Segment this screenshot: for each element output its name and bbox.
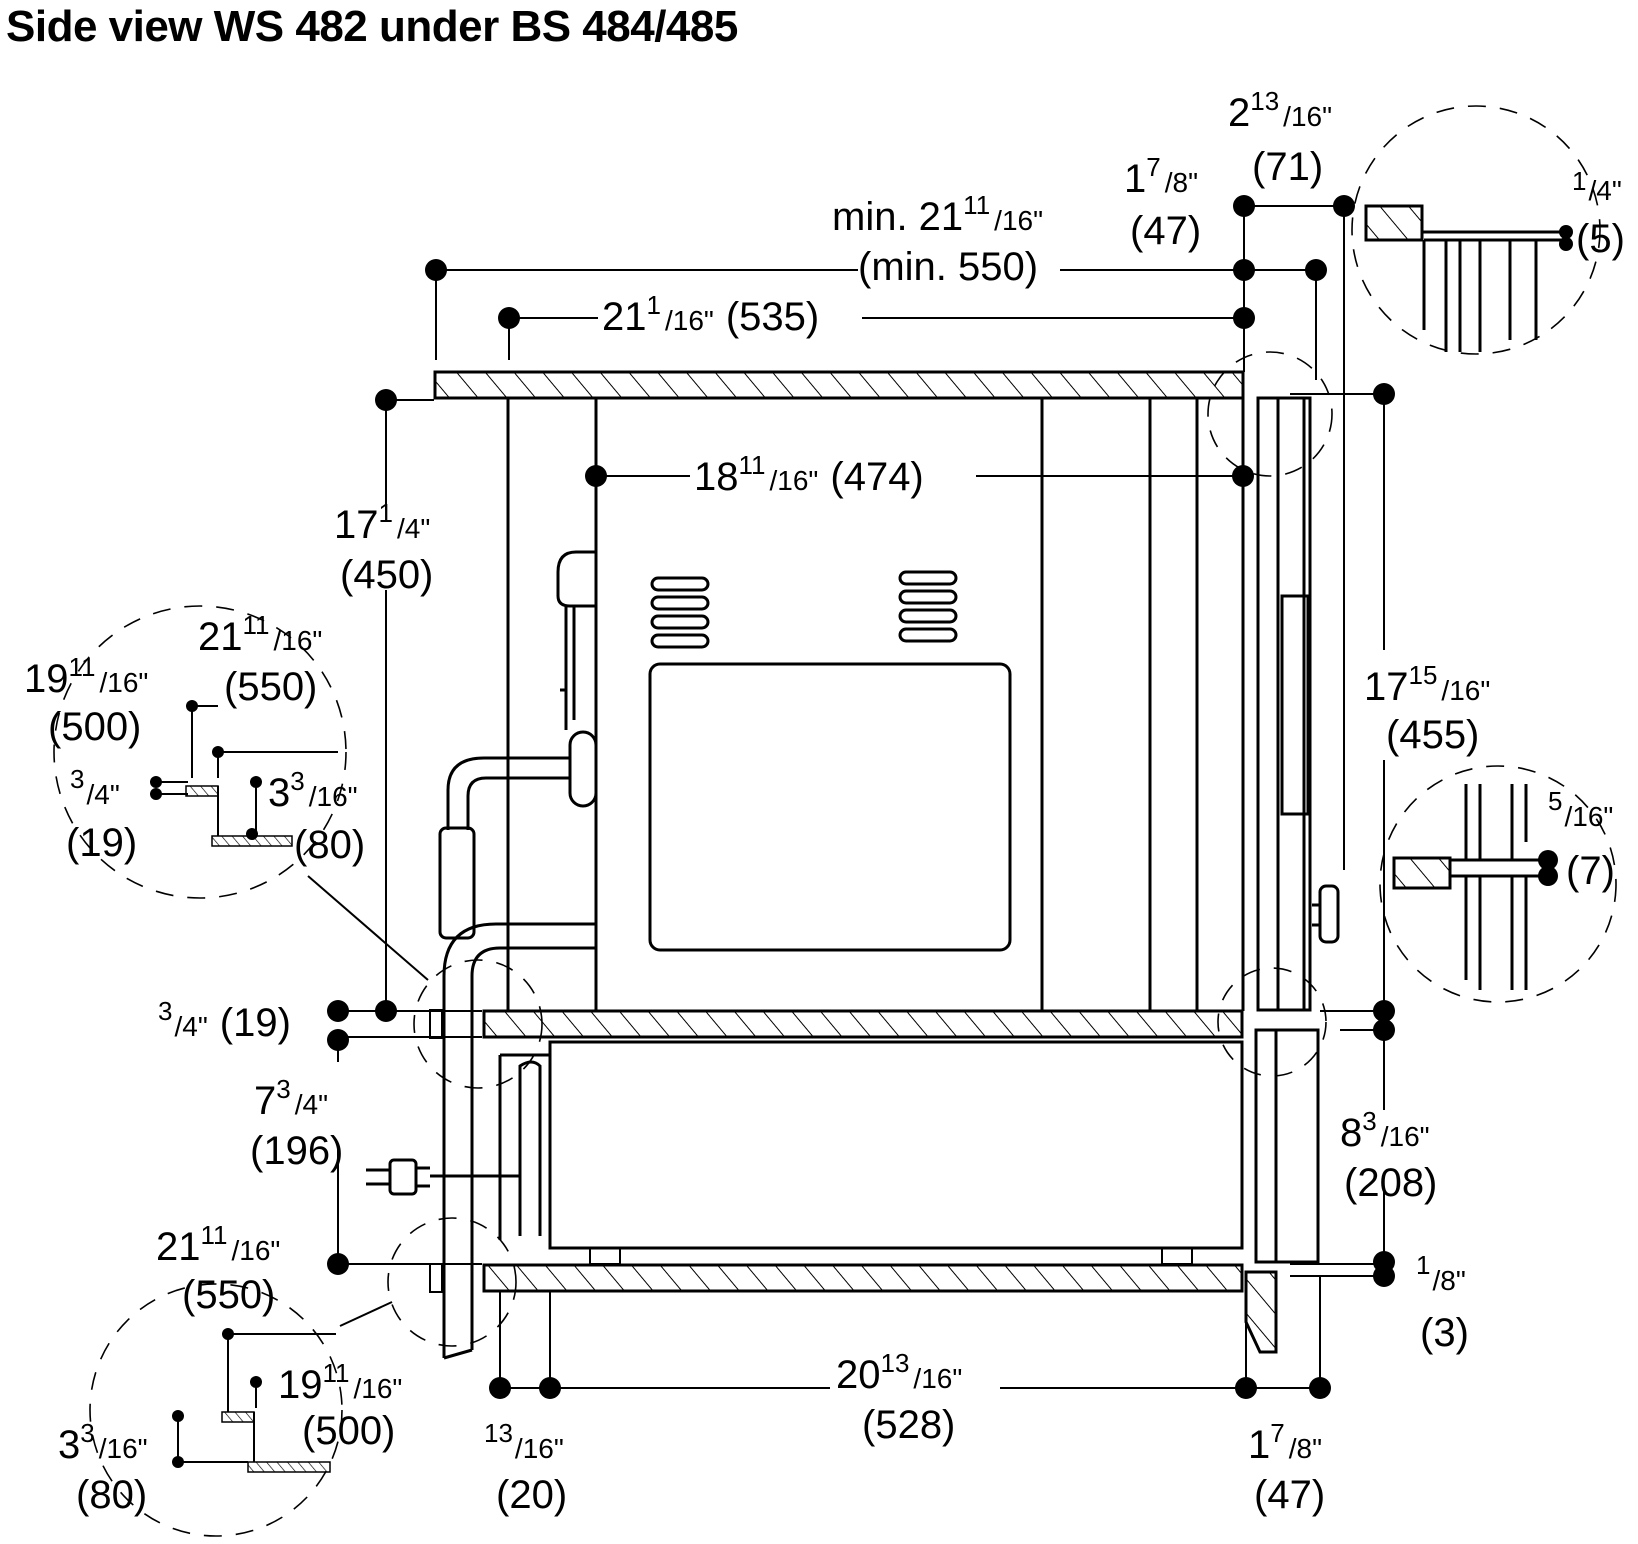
dim-1-4-metric: (5) [1576, 217, 1625, 261]
dim-450-metric: (450) [340, 553, 433, 597]
dim-2-13-16-label: 213/16" [1228, 86, 1332, 135]
dimension-dots [327, 195, 1395, 1399]
bottom-shelf [482, 1263, 1244, 1293]
dimension-lines [337, 205, 1385, 1389]
dim-528-label: 2013/16" [836, 1348, 962, 1397]
dim-80-bottom-label: 33/16" [58, 1418, 148, 1467]
dim-550-detail-metric: (550) [224, 665, 317, 709]
dim-528-metric: (528) [862, 1403, 955, 1447]
dim-500-detail-label: 1911/16" [24, 652, 148, 701]
dim-474-label: 1811/16"(474) [694, 450, 924, 499]
dim-455-metric: (455) [1386, 713, 1479, 757]
vent-slots-left [650, 576, 710, 649]
warming-drawer [498, 1028, 1320, 1265]
cabinet-structure [366, 370, 1340, 1360]
dim-500-bottom-label: 1911/16" [278, 1358, 402, 1407]
dim-13-16-metric: (20) [496, 1473, 567, 1517]
dim-80-detail-label: 33/16" [268, 766, 358, 815]
toe-kick [1244, 1270, 1278, 1354]
dim-550-bottom-metric: (550) [182, 1273, 275, 1317]
dim-3-4-shelf-label: 3/4"(19) [158, 996, 291, 1045]
dim-13-16-label: 13/16" [484, 1418, 564, 1464]
dim-80-detail-metric: (80) [294, 823, 365, 867]
middle-shelf [482, 1009, 1244, 1039]
dim-3-4-detail-metric: (19) [66, 821, 137, 865]
dim-500-bottom-metric: (500) [302, 1409, 395, 1453]
dim-1-8-label: 1/8" [1416, 1250, 1466, 1296]
dim-535-label: 211/16"(535) [602, 290, 819, 339]
dim-1-8-metric: (3) [1420, 1311, 1469, 1355]
drain-hose [429, 922, 596, 1360]
dim-208-metric: (208) [1344, 1161, 1437, 1205]
dim-1-7-8-bottom-label: 17/8" [1248, 1418, 1322, 1467]
dim-196-metric: (196) [250, 1129, 343, 1173]
dim-1-7-8-top-metric: (47) [1130, 209, 1201, 253]
dim-2-13-16-metric: (71) [1252, 145, 1323, 189]
water-connection [438, 550, 598, 940]
dim-196-label: 73/4" [254, 1074, 328, 1123]
dim-80-bottom-metric: (80) [76, 1473, 147, 1517]
dim-min-width-label: min. 2111/16" [832, 190, 1043, 239]
dim-500-detail-metric: (500) [48, 705, 141, 749]
vent-slots-right [898, 570, 958, 643]
power-plug [366, 1158, 520, 1196]
dim-1-7-8-bottom-metric: (47) [1254, 1473, 1325, 1517]
oven-handle [1318, 884, 1340, 944]
dim-450-label: 171/4" [334, 498, 430, 547]
page-title: Side view WS 482 under BS 484/485 [6, 2, 738, 51]
dim-550-detail-label: 2111/16" [198, 610, 322, 659]
dimension-labels: 213/16" (71) 17/8" (47) min. 2111/16" (m… [24, 86, 1625, 1517]
dim-550-bottom-label: 2111/16" [156, 1220, 280, 1269]
dim-455-label: 1715/16" [1364, 660, 1490, 709]
dim-min-width-metric: (min. 550) [858, 245, 1038, 289]
dim-3-4-detail-label: 3/4" [70, 764, 120, 810]
dim-1-7-8-top-label: 17/8" [1124, 152, 1198, 201]
dim-5-16-metric: (7) [1566, 849, 1615, 893]
detail-right-middle [1217, 765, 1617, 1077]
detail-top-right [1207, 105, 1601, 477]
top-panel [433, 370, 1245, 400]
dim-208-label: 83/16" [1340, 1106, 1430, 1155]
dim-1-4-label: 1/4" [1572, 166, 1622, 206]
detail-left-bottom [89, 1217, 517, 1537]
dim-5-16-label: 5/16" [1548, 786, 1613, 832]
detail-left-middle [53, 605, 543, 1089]
oven-window [648, 662, 1012, 952]
